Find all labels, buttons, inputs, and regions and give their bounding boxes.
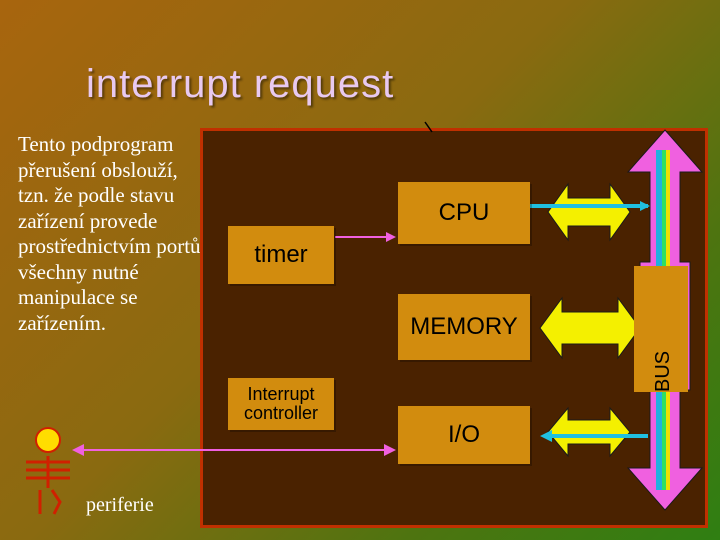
memory-box: MEMORY [398, 294, 530, 360]
decoration-tick [424, 121, 433, 133]
memory-label: MEMORY [410, 313, 518, 340]
peripheral-label: periferie [86, 494, 154, 516]
interrupt-controller-label: Interrupt controller [243, 384, 319, 423]
slide-title: interrupt request [86, 62, 395, 106]
bus-label-box [634, 266, 688, 392]
person-figure-icon [26, 427, 70, 515]
io-box: I/O [398, 406, 530, 464]
io-bus-arrow [547, 406, 631, 458]
io-label: I/O [447, 421, 480, 448]
cpu-bus-arrow [547, 182, 631, 242]
description-text: Tento podprogram přerušení obslouží, tzn… [18, 132, 201, 335]
timer-box: timer [228, 226, 334, 284]
timer-label: timer [254, 241, 308, 268]
cpu-label: CPU [438, 199, 490, 226]
interrupt-controller-box: Interrupt controller [228, 378, 334, 430]
bus-label: BUS [652, 350, 674, 392]
cpu-box: CPU [398, 182, 530, 244]
memory-bus-arrow [539, 296, 641, 360]
